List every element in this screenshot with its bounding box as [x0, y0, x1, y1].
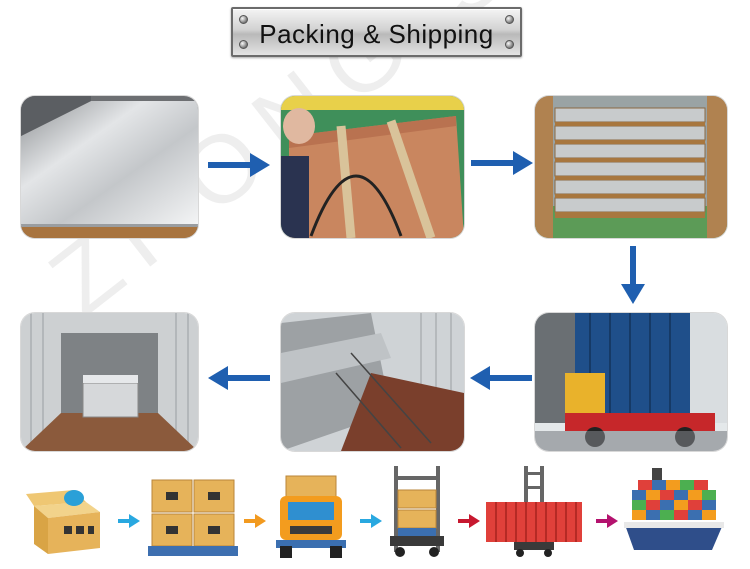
- truck-loading-photo: [535, 313, 727, 451]
- bolt-icon: [239, 15, 248, 24]
- forklift-icon: [386, 466, 448, 558]
- steel-sheet-photo: [21, 96, 198, 238]
- arrow-right-icon: [244, 514, 266, 528]
- stacked-cartons-icon: [146, 476, 240, 558]
- container-crane-icon: [484, 466, 584, 558]
- container-interior-photo: [21, 313, 198, 451]
- container-strapping-photo: [281, 313, 464, 451]
- cargo-truck-icon: [270, 474, 352, 560]
- title-plate: Packing & Shipping: [231, 7, 522, 57]
- arrow-right-icon: [458, 514, 480, 528]
- arrow-right-icon: [118, 514, 140, 528]
- arrow-right-icon: [596, 514, 618, 528]
- arrow-right-icon: [360, 514, 382, 528]
- bolt-icon: [505, 15, 514, 24]
- arrow-left-icon: [470, 365, 532, 391]
- arrow-right-icon: [208, 152, 270, 178]
- stacked-pallets-photo: [535, 96, 727, 238]
- bolt-icon: [239, 40, 248, 49]
- cargo-ship-icon: [624, 466, 724, 558]
- wooden-case-packing-photo: [281, 96, 464, 238]
- bolt-icon: [505, 40, 514, 49]
- carton-box-icon: [26, 476, 108, 556]
- arrow-right-icon: [471, 150, 533, 176]
- arrow-left-icon: [208, 365, 270, 391]
- arrow-down-icon: [620, 246, 646, 304]
- page-title: Packing & Shipping: [259, 19, 494, 49]
